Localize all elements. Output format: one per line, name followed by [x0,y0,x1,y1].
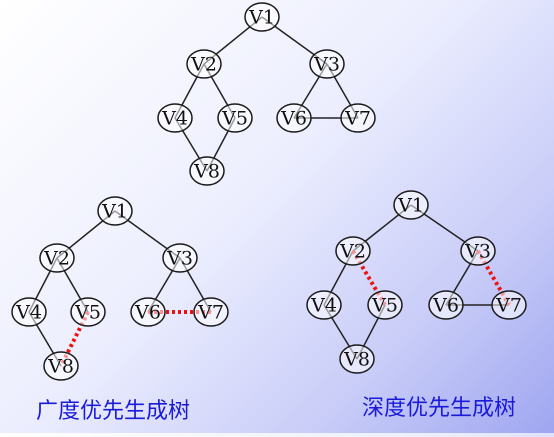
node-label: V3 [313,54,340,76]
node-ellipse [339,344,375,374]
node-dfs-tree-v8: V8 [339,344,375,374]
node-ellipse [43,351,79,381]
node-label: V7 [495,295,522,317]
node-bfs-tree-v5: V5 [70,297,106,327]
node-ellipse [460,236,496,266]
node-dfs-tree-v2: V2 [335,236,371,266]
node-label: V2 [43,248,70,270]
node-label: V7 [344,108,371,130]
node-label: V1 [248,7,275,29]
node-bfs-tree-v8: V8 [43,351,79,381]
node-ellipse [340,103,376,133]
node-label: V5 [371,295,398,317]
node-label: V3 [166,248,193,270]
node-ellipse [186,49,222,79]
dfs-caption: 深度优先生成树 [362,396,517,421]
node-ellipse [189,156,225,186]
node-label: V5 [74,302,101,324]
node-bfs-tree-v7: V7 [193,297,229,327]
node-label: V8 [47,356,74,378]
node-original-v5: V5 [217,103,253,133]
node-bfs-tree-v1: V1 [97,196,133,226]
dotted-edge-dfs-tree-v3-v7 [476,250,511,306]
node-ellipse [428,290,464,320]
node-ellipse [393,190,429,220]
node-dfs-tree-v7: V7 [491,290,527,320]
bfs-caption: 广度优先生成树 [36,399,191,424]
node-original-v6: V6 [276,103,312,133]
node-label: V4 [161,108,188,130]
node-original-v8: V8 [189,156,225,186]
node-label: V3 [464,241,491,263]
node-ellipse [39,243,75,273]
node-ellipse [97,196,133,226]
node-label: V6 [280,108,307,130]
node-label: V5 [221,108,248,130]
node-bfs-tree-v2: V2 [39,243,75,273]
node-ellipse [491,290,527,320]
node-ellipse [70,297,106,327]
node-label: V4 [310,295,337,317]
node-ellipse [157,103,193,133]
node-ellipse [11,297,47,327]
node-label: V6 [134,302,161,324]
node-bfs-tree-v4: V4 [11,297,47,327]
node-ellipse [162,243,198,273]
node-label: V8 [343,349,370,371]
node-original-v2: V2 [186,49,222,79]
node-bfs-tree-v6: V6 [130,297,166,327]
node-original-v4: V4 [157,103,193,133]
node-ellipse [130,297,166,327]
node-ellipse [217,103,253,133]
node-original-v7: V7 [340,103,376,133]
node-ellipse [367,290,403,320]
node-original-v3: V3 [309,49,345,79]
node-dfs-tree-v4: V4 [306,290,342,320]
node-label: V8 [193,161,220,183]
node-ellipse [244,2,280,32]
node-original-v1: V1 [244,2,280,32]
node-dfs-tree-v6: V6 [428,290,464,320]
node-ellipse [193,297,229,327]
node-bfs-tree-v3: V3 [162,243,198,273]
node-dfs-tree-v3: V3 [460,236,496,266]
node-label: V2 [190,54,217,76]
node-label: V7 [197,302,224,324]
node-ellipse [276,103,312,133]
node-label: V2 [339,241,366,263]
dotted-edge-dfs-tree-v2-v5 [351,249,387,307]
node-dfs-tree-v5: V5 [367,290,403,320]
node-label: V4 [15,302,42,324]
node-label: V1 [101,201,128,223]
node-ellipse [309,49,345,79]
node-ellipse [306,290,342,320]
node-ellipse [335,236,371,266]
node-label: V6 [432,295,459,317]
node-dfs-tree-v1: V1 [393,190,429,220]
node-label: V1 [397,195,424,217]
